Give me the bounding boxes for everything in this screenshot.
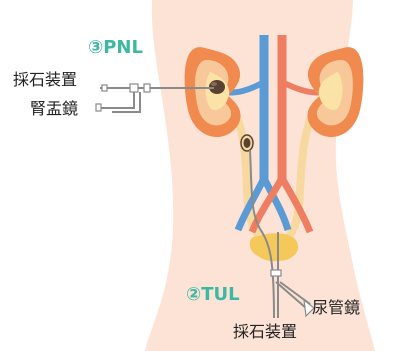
- pnl-stone-device-label: 採石装置: [13, 71, 77, 89]
- pnl-label: ③PNL: [88, 38, 143, 58]
- pnl-nephroscope-label: 腎盂鏡: [30, 100, 78, 118]
- ureteroscope-label: 尿管鏡: [312, 299, 360, 317]
- tul-stone-device-label: 採石装置: [233, 323, 297, 341]
- ureter-stone-icon: [241, 135, 253, 151]
- tul-label: ②TUL: [186, 285, 240, 305]
